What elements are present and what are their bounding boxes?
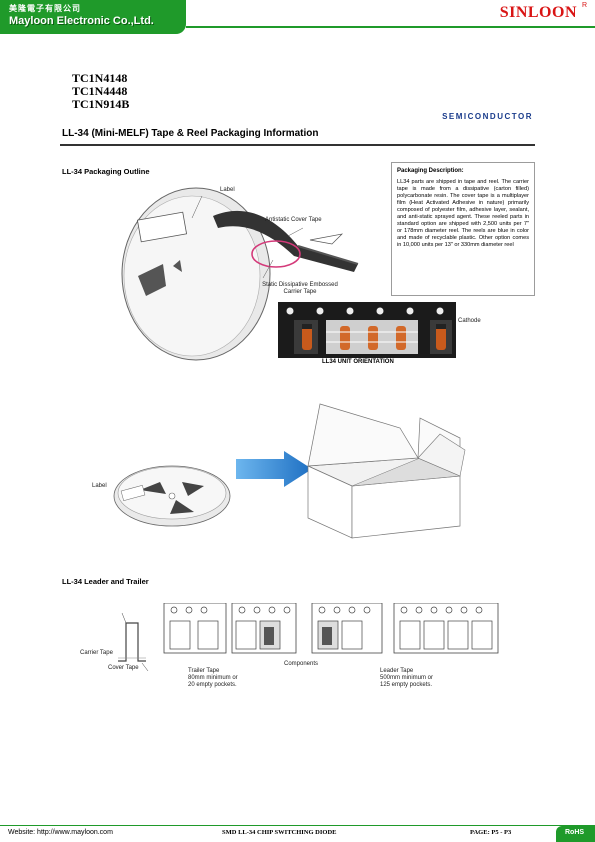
leader-trailer-tape: [163, 603, 499, 654]
cover-tape-label: Cover Tape: [108, 665, 139, 671]
trailer-line-3: 20 empty pockets.: [188, 682, 237, 688]
part-numbers: TC1N4148 TC1N4448 TC1N914B: [72, 72, 129, 111]
footer-page-number: PAGE: P5 - P3: [470, 829, 512, 836]
carrier-line-1: Static Dissipative Embossed: [262, 282, 338, 288]
semiconductor-label: SEMICONDUCTOR: [442, 112, 533, 121]
trailer-line-2: 80mm minimum or: [188, 675, 238, 681]
carrier-tape-callout: Static Dissipative Embossed Carrier Tape: [257, 282, 343, 296]
leader-line-3: 125 empty pockets.: [380, 682, 433, 688]
cathode-callout: Cathode: [458, 318, 481, 324]
company-name-cn: 美隆電子有限公司: [9, 4, 81, 13]
leader-tape-note: Leader Tape 500mm minimum or 125 empty p…: [380, 668, 433, 689]
footer-rule: [0, 825, 595, 826]
rohs-text: RoHS: [565, 829, 585, 836]
footer-document-title: SMD LL-34 CHIP SWITCHING DIODE: [222, 829, 337, 836]
shipping-box-illustration: [307, 403, 466, 539]
outline-title: LL-34 Packaging Outline: [62, 167, 150, 176]
carrier-line-2: Carrier Tape: [283, 289, 317, 295]
leader-title: LL-34 Leader and Trailer: [62, 577, 149, 586]
antistatic-callout: Antistatic Cover Tape: [265, 217, 322, 223]
components-label: Components: [284, 661, 319, 667]
registered-mark: R: [581, 2, 587, 9]
leader-line-2: 500mm minimum or: [380, 675, 434, 681]
carrier-tape-label: Carrier Tape: [80, 650, 113, 656]
brand-logo: SINLOON: [499, 4, 577, 21]
company-name-en: Mayloon Electronic Co.,Ltd.: [9, 15, 154, 27]
section-rule: [60, 144, 535, 146]
reel-illustration: [121, 187, 359, 361]
tape-cross-section: [118, 612, 149, 672]
footer-website: Website: http://www.mayloon.com: [8, 829, 113, 836]
label-callout: Label: [220, 187, 235, 193]
packaging-description: Packaging Description: LL34 parts are sh…: [391, 162, 535, 296]
reel-label-callout: Label: [92, 483, 107, 489]
unit-orientation-tape: [278, 302, 456, 358]
part-number: TC1N4148: [72, 71, 128, 85]
small-reel-illustration: [113, 465, 231, 527]
section-title: LL-34 (Mini-MELF) Tape & Reel Packaging …: [62, 128, 319, 139]
arrow-icon: [236, 451, 312, 487]
orientation-caption: LL34 UNIT ORIENTATION: [322, 359, 394, 365]
rohs-badge: RoHS: [556, 826, 595, 842]
description-text: LL34 parts are shipped in tape and reel.…: [397, 179, 529, 248]
header-banner: 美隆電子有限公司 Mayloon Electronic Co.,Ltd.: [0, 0, 186, 34]
part-number: TC1N914B: [72, 97, 130, 111]
leader-line-1: Leader Tape: [380, 668, 414, 674]
header-rule: [186, 26, 595, 28]
trailer-line-1: Trailer Tape: [188, 668, 220, 674]
trailer-tape-note: Trailer Tape 80mm minimum or 20 empty po…: [188, 668, 238, 689]
part-number: TC1N4448: [72, 84, 128, 98]
description-title: Packaging Description:: [397, 168, 464, 174]
